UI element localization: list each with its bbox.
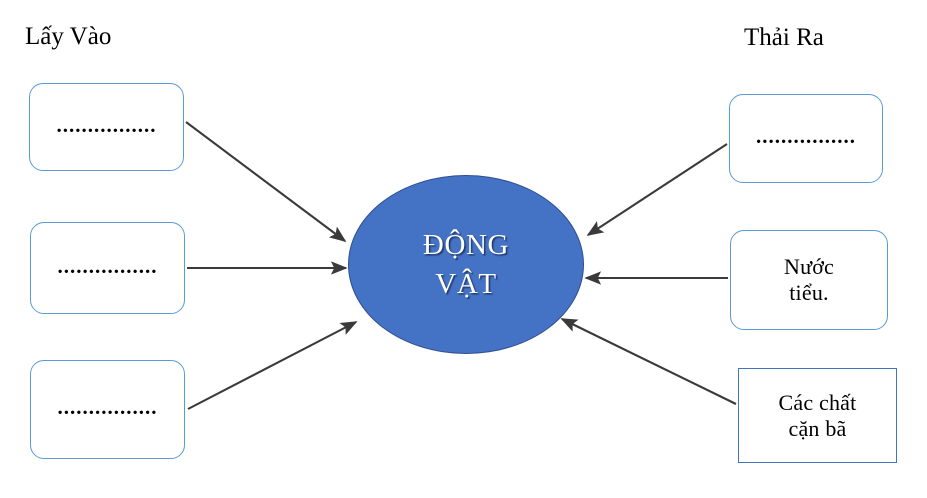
intake-box-1-label: ................ (56, 112, 157, 137)
intake-box-2[interactable]: ................ (30, 222, 185, 314)
intake-box-3[interactable]: ................ (30, 360, 185, 459)
intake-box-1[interactable]: ................ (29, 83, 184, 171)
output-box-waste-line-2: cặn bã (788, 415, 847, 441)
output-box-waste-text: Các chất cặn bã (773, 390, 863, 442)
output-box-1-label: ................ (756, 124, 856, 149)
output-box-waste-line-1: Các chất (778, 389, 857, 415)
central-ellipse-animal[interactable]: ĐỘNG VẬT (348, 175, 584, 354)
intake-box-2-label: ................ (57, 253, 158, 278)
arrow-output-3 (560, 318, 737, 405)
intake-box-3-label: ................ (57, 395, 158, 420)
output-box-urine-line-1: Nước (783, 254, 834, 280)
intake-column-heading: Lấy Vào (25, 23, 112, 50)
output-column-heading: Thải Ra (744, 24, 824, 51)
arrow-output-1 (586, 143, 728, 236)
arrow-intake-1 (185, 121, 347, 243)
output-box-waste[interactable]: Các chất cặn bã (738, 368, 897, 463)
arrow-intake-3 (187, 321, 358, 410)
output-box-urine-line-2: tiểu. (789, 280, 829, 305)
central-ellipse-line-1: ĐỘNG (422, 228, 510, 261)
output-box-1[interactable]: ................ (729, 94, 883, 183)
output-box-urine-text: Nước tiểu. (778, 254, 840, 306)
central-ellipse-line-2: VẬT (435, 267, 497, 300)
output-box-urine[interactable]: Nước tiểu. (730, 230, 888, 330)
